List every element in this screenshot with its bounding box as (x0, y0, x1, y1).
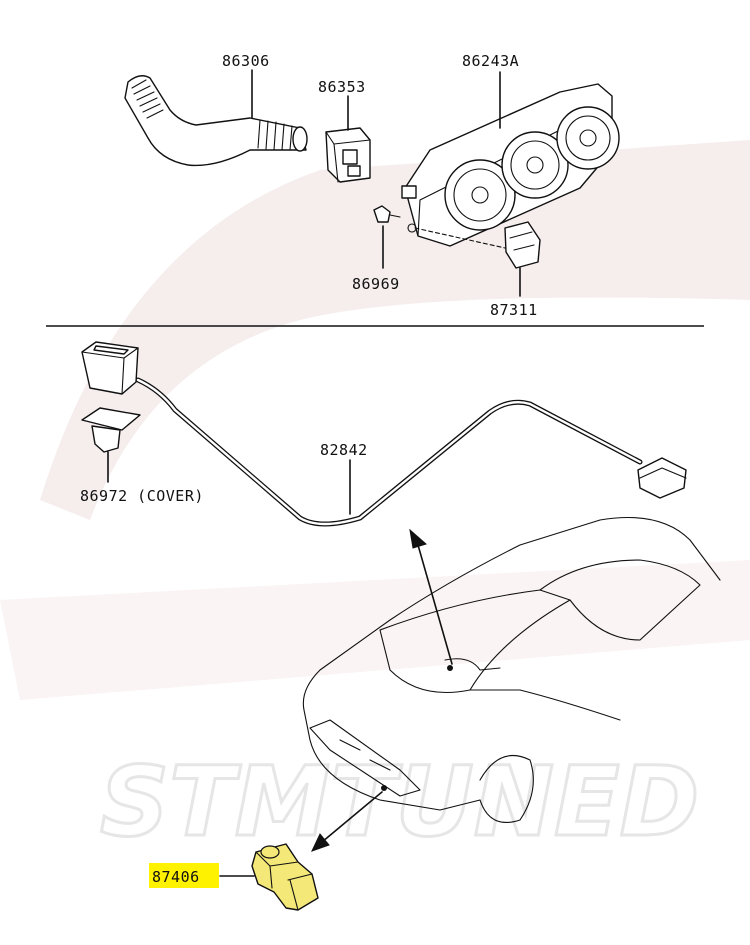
label-connector: 86353 (318, 78, 366, 96)
connector-part (325, 127, 371, 183)
harness-part (135, 377, 687, 527)
watermark: STMTUNED (0, 140, 750, 860)
label-screw: 86969 (352, 275, 400, 293)
sensor-part (251, 843, 319, 911)
label-clip: 87311 (490, 301, 538, 319)
sensor-label-highlight (149, 863, 219, 888)
label-hose: 86306 (222, 52, 270, 70)
control-panel-part (401, 83, 620, 247)
label-sensor: 87406 (152, 868, 200, 886)
arrow-to-sensor (311, 791, 383, 852)
clip-guide-line (414, 227, 506, 249)
car-outline (302, 517, 721, 824)
label-cover: 86972 (COVER) (80, 487, 204, 505)
cover-part (81, 341, 141, 453)
label-control-panel: 86243A (462, 52, 519, 70)
label-harness: 82842 (320, 441, 368, 459)
watermark-logo-text: STMTUNED (100, 746, 699, 858)
hose-part (124, 75, 308, 167)
screw-part (373, 205, 401, 223)
clip-part (504, 221, 541, 269)
arrow-to-harness (409, 528, 453, 665)
